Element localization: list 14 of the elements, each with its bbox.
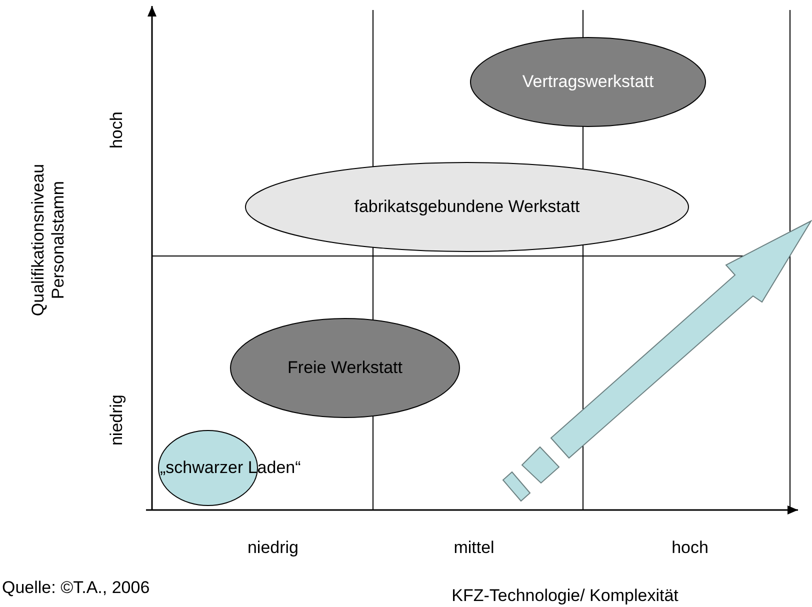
axis-tick-label: niedrig	[247, 538, 299, 558]
axis-tick-label: niedrig	[107, 394, 127, 446]
axis-title: KFZ-Technologie/ Komplexität	[452, 586, 678, 606]
axis-tick-label: mittel	[454, 538, 494, 558]
ellipse-label: Freie Werkstatt	[288, 358, 402, 378]
ellipse-label: Vertragswerkstatt	[522, 72, 654, 92]
source-note: Quelle: ©T.A., 2006	[2, 578, 150, 598]
axis-title: Qualifikationsniveau Personalstamm	[28, 162, 68, 318]
ellipse-label: fabrikatsgebundene Werkstatt	[354, 197, 580, 217]
axis-tick-label: hoch	[107, 112, 127, 148]
axis-tick-label: hoch	[672, 538, 708, 558]
workshop-ellipse	[470, 37, 706, 127]
workshop-ellipse	[230, 318, 460, 418]
workshop-ellipse	[245, 162, 689, 252]
